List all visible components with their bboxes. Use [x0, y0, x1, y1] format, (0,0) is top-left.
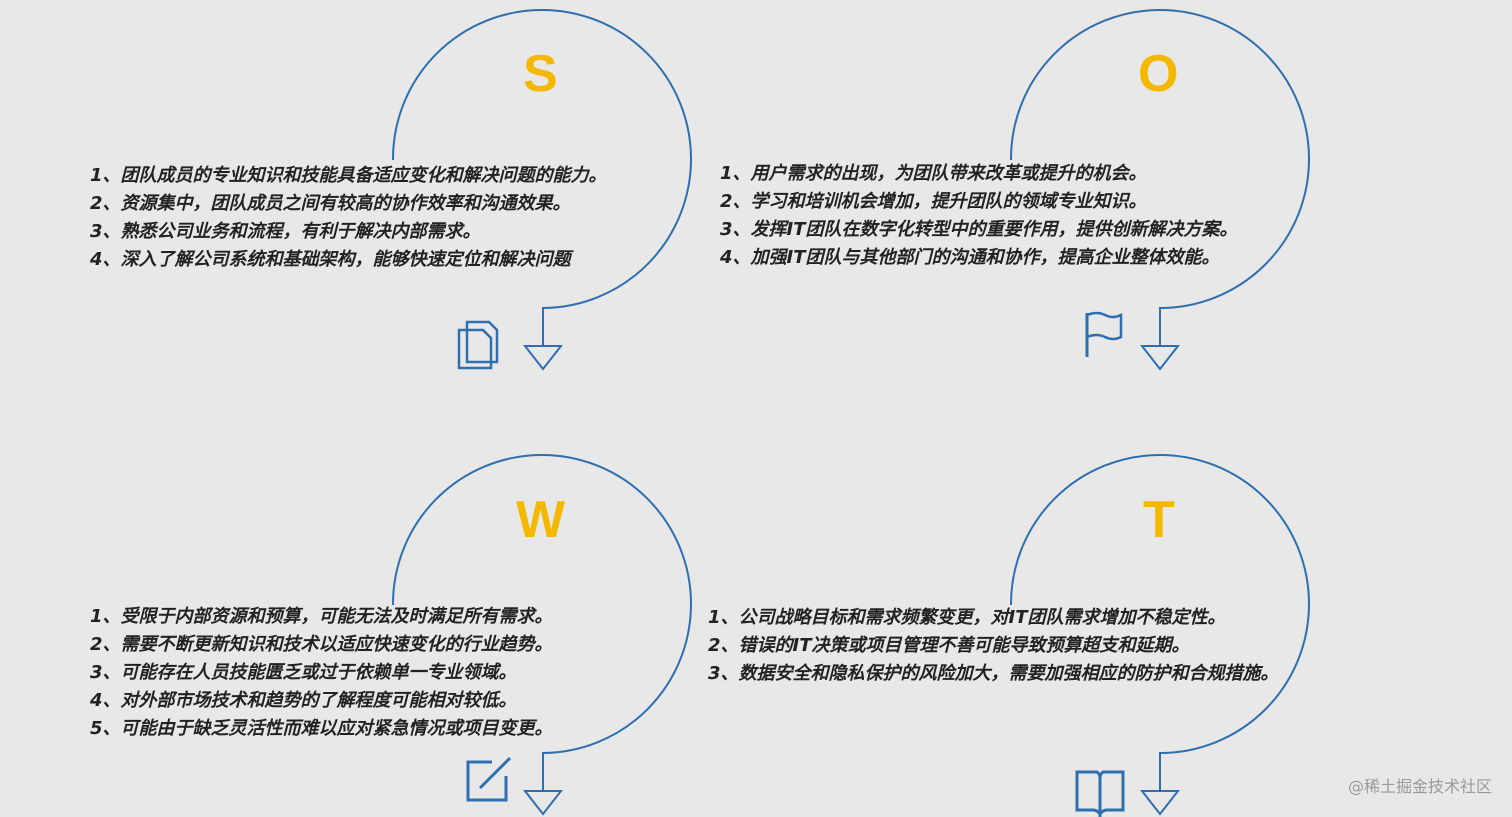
opportunities-arrow [1139, 345, 1181, 371]
threats-arrow [1139, 790, 1181, 816]
watermark: @稀土掘金技术社区 [1347, 777, 1492, 796]
opportunities-letter: O [1138, 45, 1179, 103]
list-item: 3、数据安全和隐私保护的风险加大，需要加强相应的防护和合规措施。 [708, 663, 1279, 684]
opportunities-curve [1009, 9, 1310, 345]
threats-letter: T [1143, 491, 1175, 549]
list-item: 3、发挥IT团队在数字化转型中的重要作用，提供创新解决方案。 [720, 219, 1238, 240]
threats-list: 1、公司战略目标和需求频繁变更，对IT团队需求增加不稳定性。 2、错误的IT决策… [708, 604, 1298, 688]
list-item: 1、受限于内部资源和预算，可能无法及时满足所有需求。 [90, 606, 553, 627]
strengths-list: 1、团队成员的专业知识和技能具备适应变化和解决问题的能力。 2、资源集中，团队成… [90, 162, 700, 274]
list-item: 2、资源集中，团队成员之间有较高的协作效率和沟通效果。 [90, 193, 571, 214]
list-item: 1、公司战略目标和需求频繁变更，对IT团队需求增加不稳定性。 [708, 607, 1226, 628]
list-item: 1、团队成员的专业知识和技能具备适应变化和解决问题的能力。 [90, 165, 607, 186]
strengths-letter: S [523, 45, 558, 103]
list-item: 4、深入了解公司系统和基础架构，能够快速定位和解决问题 [90, 249, 571, 270]
list-item: 4、对外部市场技术和趋势的了解程度可能相对较低。 [90, 690, 517, 711]
quadrant-opportunities [1009, 9, 1310, 371]
list-item: 5、可能由于缺乏灵活性而难以应对紧急情况或项目变更。 [90, 718, 553, 739]
opportunities-list: 1、用户需求的出现，为团队带来改革或提升的机会。 2、学习和培训机会增加，提升团… [720, 160, 1280, 272]
weaknesses-letter: W [516, 491, 566, 549]
strengths-curve [391, 9, 692, 345]
weaknesses-arrow [522, 790, 564, 816]
edit-icon [466, 756, 512, 802]
list-item: 3、可能存在人员技能匮乏或过于依赖单一专业领域。 [90, 662, 517, 683]
list-item: 2、需要不断更新知识和技术以适应快速变化的行业趋势。 [90, 634, 553, 655]
strengths-arrow [522, 345, 564, 371]
quadrant-weaknesses [391, 454, 692, 816]
quadrant-threats [1009, 454, 1310, 817]
list-item: 3、熟悉公司业务和流程，有利于解决内部需求。 [90, 221, 481, 242]
weaknesses-list: 1、受限于内部资源和预算，可能无法及时满足所有需求。 2、需要不断更新知识和技术… [90, 603, 700, 743]
list-item: 4、加强IT团队与其他部门的沟通和协作，提高企业整体效能。 [720, 247, 1220, 268]
list-item: 2、学习和培训机会增加，提升团队的领域专业知识。 [720, 191, 1147, 212]
threats-curve [1009, 454, 1310, 790]
flag-icon [1085, 311, 1123, 357]
weaknesses-curve [391, 454, 692, 790]
quadrant-strengths [391, 9, 692, 371]
list-item: 2、错误的IT决策或项目管理不善可能导致预算超支和延期。 [708, 635, 1190, 656]
documents-icon [457, 320, 499, 370]
list-item: 1、用户需求的出现，为团队带来改革或提升的机会。 [720, 163, 1147, 184]
book-icon [1075, 770, 1125, 817]
